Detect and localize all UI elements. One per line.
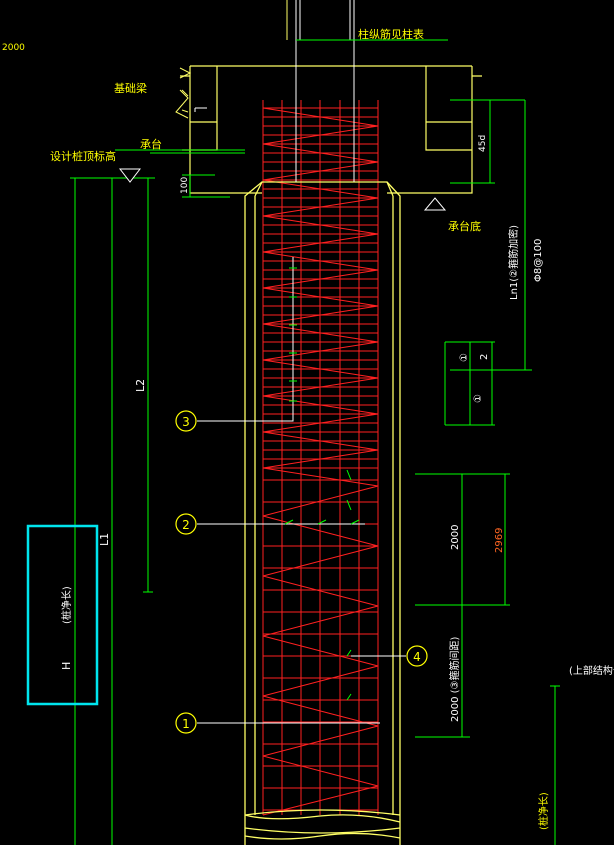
spiral-segment	[262, 233, 379, 253]
callout-3-label: 3	[182, 415, 190, 429]
cap-outline	[180, 65, 482, 194]
right-note-2: (桩净长)	[537, 792, 550, 830]
spiral-segment	[262, 341, 379, 361]
column-rebar-note: 柱纵筋见柱表	[358, 27, 424, 41]
spiral-segment	[262, 143, 379, 163]
break-marks	[175, 67, 192, 119]
cap-bottom-label: 承台底	[448, 219, 481, 233]
right-note: (上部结构长)	[569, 664, 614, 677]
spiral-segment	[262, 359, 379, 379]
callout-2: 2	[175, 513, 197, 535]
cap-label: 承台	[140, 137, 162, 151]
spiral-segment	[262, 575, 379, 607]
pile-length-note: (桩净长)	[60, 586, 73, 624]
stirrup-spec-label: Φ8@100	[533, 239, 544, 282]
spiral-segment	[262, 449, 379, 469]
spiral-segment	[262, 197, 379, 217]
pile-outline	[244, 181, 401, 845]
spiral-segment	[262, 413, 379, 433]
ln-label: Ln1(②箍筋加密)	[507, 225, 520, 300]
column-bars	[286, 0, 355, 182]
spiral-segment	[262, 323, 379, 343]
callout-4-label: 4	[413, 650, 421, 664]
spiral-segment	[262, 269, 379, 289]
spiral-segment	[262, 695, 379, 727]
spiral-segment	[262, 161, 379, 181]
callout-3: 3	[175, 410, 197, 432]
spiral-segment	[262, 215, 379, 235]
spiral-segment	[262, 287, 379, 307]
highlight-box	[26, 524, 99, 706]
spiral-segment	[262, 545, 379, 577]
spiral-segment	[262, 305, 379, 325]
dim-2969-label: 2969	[494, 528, 505, 553]
dim-100-label: 100	[180, 177, 190, 194]
foundation-beam-label: 基础梁	[114, 81, 147, 95]
callout-leaders	[197, 257, 406, 724]
spiral-segment	[262, 125, 379, 145]
dimension-lines	[70, 39, 560, 845]
spiral-segment	[262, 605, 379, 637]
corner-value: 2000	[2, 43, 25, 53]
fraction-bottom: 2	[479, 354, 490, 360]
spiral-segment	[262, 467, 379, 487]
callout-4: 4	[406, 645, 428, 667]
spiral-segment	[262, 431, 379, 451]
dim-2000-bottom-label: 2000 (③箍筋间距)	[448, 637, 461, 722]
callout-1: 1	[175, 712, 197, 734]
callout-2-label: 2	[182, 518, 190, 532]
spiral-segment	[262, 179, 379, 199]
l2-label: L2	[134, 379, 147, 392]
pile-top-elevation-label: 设计桩顶标高	[50, 149, 116, 163]
spiral-segment	[262, 725, 379, 757]
spiral-segment	[262, 515, 379, 547]
spiral-segment	[262, 785, 379, 816]
h-label: H	[60, 662, 73, 670]
spiral-segment	[262, 485, 379, 517]
dim-2000-top-label: 2000	[450, 525, 461, 550]
spiral-segment	[262, 755, 379, 787]
spiral-segment	[262, 395, 379, 415]
fraction-top: ①	[459, 353, 470, 362]
spiral-segment	[262, 377, 379, 397]
spiral-segment	[262, 251, 379, 271]
spiral-segment	[262, 107, 379, 127]
dim-45d-label: 45d	[478, 135, 488, 152]
elevation-markers	[118, 107, 447, 211]
fraction-mid: ①	[473, 394, 484, 403]
spiral-segment	[262, 665, 379, 697]
l1-label: L1	[98, 533, 111, 546]
leader-ticks	[284, 267, 360, 701]
callout-1-label: 1	[182, 717, 190, 731]
rebar-cage	[262, 100, 379, 816]
spiral-segment	[262, 635, 379, 667]
